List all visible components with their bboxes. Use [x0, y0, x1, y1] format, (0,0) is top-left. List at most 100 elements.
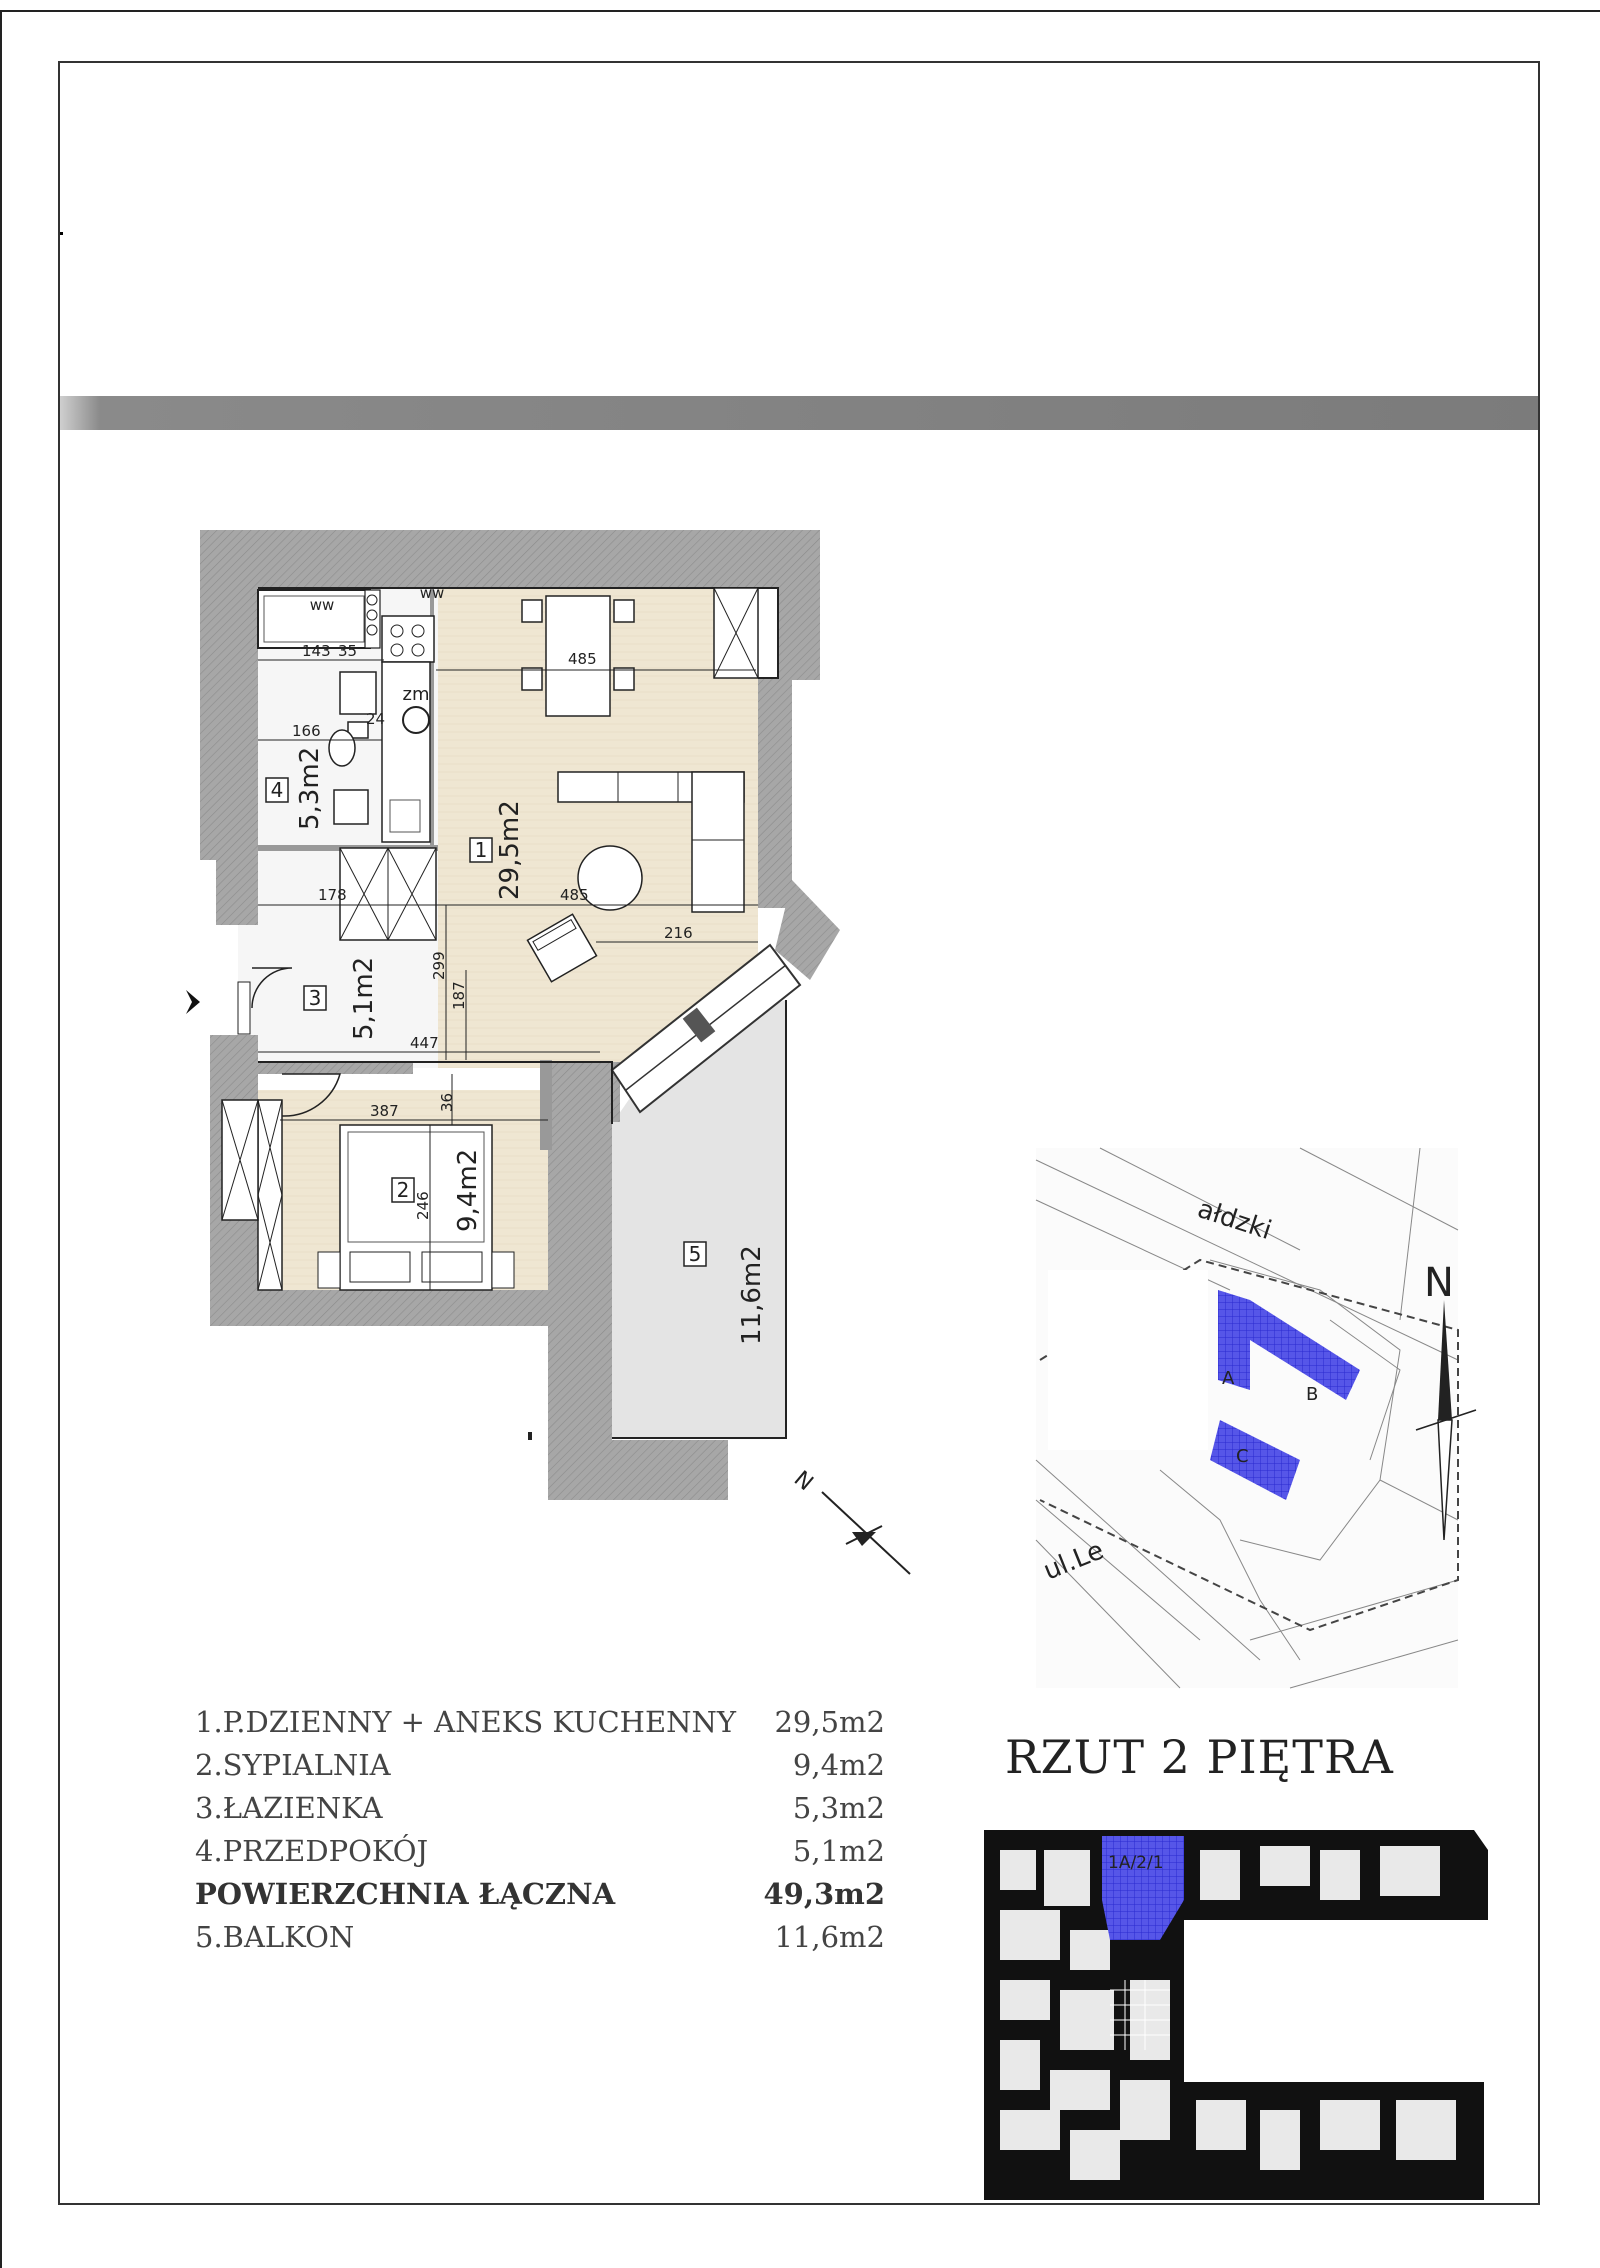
site-map-blank: [1048, 1270, 1208, 1450]
room-5-area: 11,6m2: [737, 1245, 767, 1345]
dim-485-top: 485: [568, 650, 597, 668]
legend-row: 3.ŁAZIENKA 5,3m2: [195, 1786, 885, 1829]
legend-total-value: 49,3m2: [763, 1876, 886, 1911]
legend-label: 4.PRZEDPOKÓJ: [195, 1833, 429, 1868]
east-corner-wall: [775, 880, 840, 980]
area-legend: 1.P.DZIENNY + ANEKS KUCHENNY 29,5m2 2.SY…: [195, 1700, 885, 1958]
legend-value: 29,5m2: [774, 1704, 885, 1739]
block-b: [1250, 1300, 1360, 1400]
coffee-table: [577, 845, 643, 911]
legend-row: 4.PRZEDPOKÓJ 5,1m2: [195, 1829, 885, 1872]
balcony-south-wall: [548, 1440, 728, 1500]
chair: [521, 667, 543, 691]
room-5-number: 5: [689, 1242, 702, 1266]
page-frame: [58, 61, 1540, 2205]
entrance-frame: [237, 981, 251, 1035]
dim-36: 36: [438, 1093, 456, 1112]
legend-label: 2.SYPIALNIA: [195, 1747, 391, 1782]
window-post: [682, 1007, 716, 1043]
bedroom-north-wall: [258, 1062, 413, 1074]
room-2-number: 2: [397, 1178, 410, 1202]
room-3-area: 5,1m2: [349, 957, 379, 1040]
dim-246: 246: [414, 1191, 432, 1220]
room-4-box: [265, 777, 289, 803]
north-wall: [200, 530, 820, 588]
room-4-number: 4: [271, 778, 284, 802]
boiler: [402, 706, 430, 734]
bedroom-east-partition: [540, 1060, 552, 1150]
dim-187: 187: [450, 981, 468, 1010]
legend-label: 5.BALKON: [195, 1919, 355, 1954]
sofa: [557, 771, 745, 913]
dim-24: 24: [366, 710, 385, 728]
balcony-floor: [612, 1000, 786, 1438]
armchair: [526, 913, 598, 983]
chair: [613, 599, 635, 623]
room-5-box: [683, 1241, 707, 1267]
chair: [613, 667, 635, 691]
entrance-door: [251, 967, 293, 1009]
legend-value: 11,6m2: [774, 1919, 885, 1954]
room-4-area: 5,3m2: [295, 747, 325, 830]
dimension-lines: [258, 659, 758, 1290]
legend-label: 3.ŁAZIENKA: [195, 1790, 383, 1825]
room-2-area: 9,4m2: [453, 1149, 483, 1232]
room-1-area: 29,5m2: [495, 800, 525, 900]
chair: [521, 599, 543, 623]
kitchen-partition: [430, 586, 434, 846]
toilet-tank: [347, 721, 369, 739]
scan-dot: [60, 232, 63, 235]
tick-mark: [528, 1432, 532, 1440]
bedroom-wardrobe: [257, 1099, 283, 1291]
east-wall: [758, 678, 792, 908]
balcony-west-wall: [548, 1122, 612, 1500]
washing-machine: [333, 789, 369, 825]
site-map: A B C ałdzki ul.Le N: [1035, 1147, 1477, 1689]
floor-overview: 1A/2/1: [984, 1830, 1488, 2200]
entrance-arrow-icon: [186, 990, 200, 1014]
dining-table: [545, 595, 611, 717]
bedroom-south-wall: [210, 1290, 550, 1326]
room-1-number: 1: [475, 838, 488, 862]
room-1-box: [469, 837, 493, 863]
block-b-label: B: [1306, 1384, 1318, 1405]
toilet: [328, 729, 356, 767]
dim-387: 387: [370, 1102, 399, 1120]
legend-total-row: POWIERZCHNIA ŁĄCZNA 49,3m2: [195, 1872, 885, 1915]
north-label: N: [789, 1466, 818, 1496]
dim-447: 447: [410, 1034, 439, 1052]
legend-value: 5,1m2: [792, 1833, 885, 1868]
legend-row: 2.SYPIALNIA 9,4m2: [195, 1743, 885, 1786]
dim-35: 35: [338, 642, 357, 660]
dim-216: 216: [664, 924, 693, 942]
legend-label: 1.P.DZIENNY + ANEKS KUCHENNY: [195, 1704, 737, 1739]
page-left-border: [0, 10, 2, 2268]
bathroom-sink: [339, 671, 377, 715]
apartment-highlight-label: 1A/2/1: [1108, 1853, 1164, 1873]
west-niche: [221, 1099, 259, 1221]
page-top-border: [0, 10, 1600, 12]
dim-485-mid: 485: [560, 886, 589, 904]
stove: [381, 615, 435, 663]
bedroom-corner-wall: [540, 1062, 620, 1122]
living-wardrobe: [713, 587, 759, 679]
double-bed: [317, 1124, 515, 1291]
legend-row: 1.P.DZIENNY + ANEKS KUCHENNY 29,5m2: [195, 1700, 885, 1743]
dim-166: 166: [292, 722, 321, 740]
header-band: [60, 396, 1538, 430]
north-east-wall: [778, 560, 820, 680]
room-3-box: [303, 985, 327, 1011]
ww-label-right: ww: [420, 584, 445, 602]
dim-178: 178: [318, 886, 347, 904]
room-2-box: [391, 1177, 415, 1203]
site-north-label: N: [1424, 1260, 1454, 1306]
legend-value: 5,3m2: [792, 1790, 885, 1825]
block-a-label: A: [1222, 1368, 1235, 1389]
bathtub: [257, 589, 371, 649]
floor-plan-title: RZUT 2 PIĘTRA: [1005, 1730, 1394, 1784]
zm-label: zm: [403, 684, 430, 705]
legend-row: 5.BALKON 11,6m2: [195, 1915, 885, 1958]
site-north-arrow-icon: N: [1415, 1260, 1477, 1541]
ww-label-left: ww: [310, 596, 335, 614]
legend-value: 9,4m2: [792, 1747, 885, 1782]
